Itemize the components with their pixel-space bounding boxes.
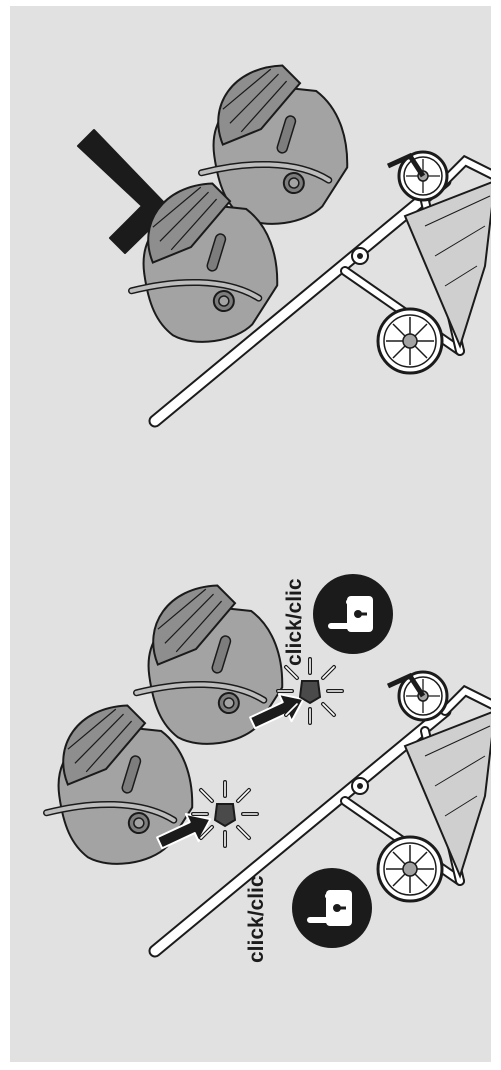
lock-icon [292, 868, 372, 948]
rear-wheel [376, 835, 444, 903]
click-label-top: click/clic [283, 578, 306, 666]
illustration [10, 6, 491, 1062]
click-burst-icon [191, 780, 259, 848]
top-diagram [77, 58, 491, 421]
bottom-diagram [33, 574, 491, 951]
instruction-panel: click/clic click/clic [10, 6, 491, 1062]
click-burst-icon [276, 657, 344, 725]
rear-wheel [376, 307, 444, 375]
lock-icon [313, 574, 393, 654]
chevron-icon [77, 129, 171, 254]
click-label-bottom: click/clic [245, 875, 268, 963]
